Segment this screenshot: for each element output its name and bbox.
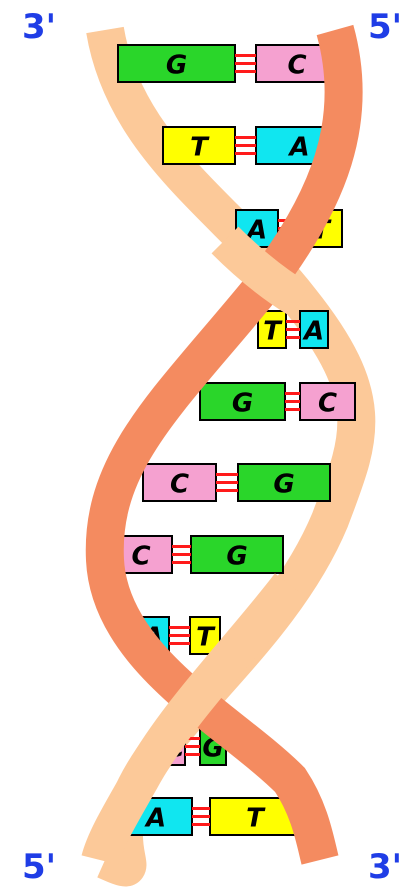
end-label-bottom-left: 5': [22, 847, 57, 887]
base-left-letter: G: [166, 51, 187, 81]
base-right-letter: C: [318, 389, 337, 419]
back-strand-overlap-top: [211, 226, 310, 317]
base-right: [190, 535, 284, 574]
base-right-letter: T: [246, 804, 266, 834]
base-left: [142, 463, 217, 502]
base-left-letter: T: [190, 133, 210, 163]
base-left-letter: A: [245, 216, 267, 246]
dna-front-strand: [85, 24, 363, 865]
base-left: [162, 126, 236, 165]
base-left-letter: A: [144, 804, 166, 834]
base-right-letter: A: [302, 317, 324, 347]
base-left: [235, 209, 279, 248]
base-right: [299, 382, 356, 421]
base-left-letter: T: [263, 317, 283, 347]
base-left: [199, 382, 286, 421]
end-label-bottom-right: 3': [368, 847, 403, 887]
base-left-letter: G: [232, 389, 253, 419]
base-right-letter: T: [196, 623, 216, 653]
base-right-letter: C: [287, 51, 306, 81]
end-label-top-right: 5': [368, 7, 403, 47]
base-right-letter: G: [273, 470, 294, 500]
base-right-letter: G: [226, 542, 247, 572]
back-strand-overlap-bottom: [81, 573, 306, 866]
base-left-letter: C: [170, 470, 189, 500]
base-right-letter: A: [287, 133, 309, 163]
base-left-letter: C: [131, 542, 150, 572]
back-strand-overlaps: [81, 226, 310, 866]
end-label-top-left: 3': [22, 7, 57, 47]
